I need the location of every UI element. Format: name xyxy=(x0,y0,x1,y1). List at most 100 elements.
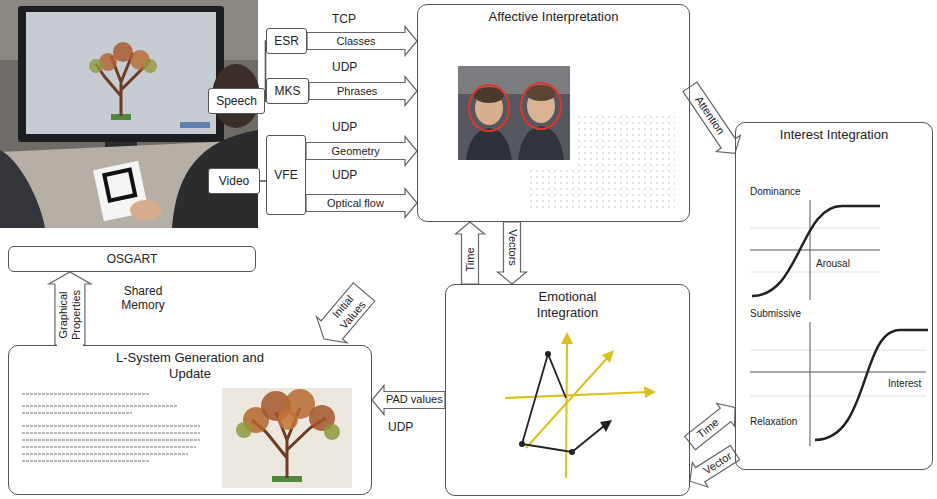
pad-space-axes-part xyxy=(569,449,575,455)
sigmoid-chart-part xyxy=(750,396,926,397)
l-system-rules-scribble-part xyxy=(22,439,200,441)
block-arrow xyxy=(685,403,735,449)
note-label: Shared Memory xyxy=(112,284,174,312)
edge-label: Time xyxy=(464,246,477,272)
process-panel: Emotional Integration xyxy=(445,284,690,496)
block-arrow xyxy=(317,283,375,343)
l-system-rules-scribble-part xyxy=(22,432,200,434)
l-system-rules-scribble-part xyxy=(22,412,132,414)
photo-illustration-part-part xyxy=(104,170,135,201)
module-box: MKS xyxy=(266,78,309,104)
face-tracking-image-part xyxy=(518,126,564,160)
l-system-rules-scribble-part xyxy=(22,425,200,427)
process-panel: L-System Generation and Update xyxy=(8,345,372,495)
input-box: Speech xyxy=(208,88,265,114)
face-tracking-image xyxy=(458,66,570,160)
photo-illustration-part xyxy=(18,6,224,142)
face-tracking-image-part xyxy=(466,128,512,160)
arrow-label: Initial Values xyxy=(322,284,373,337)
edge-label: Classes xyxy=(336,35,377,48)
input-box: Video xyxy=(208,168,260,194)
block-arrow xyxy=(307,27,417,56)
tree-image-part xyxy=(324,424,340,440)
block-arrow xyxy=(456,222,485,284)
pad-space-axes-part xyxy=(519,441,525,447)
edge-label: Vector xyxy=(700,449,735,478)
pad-space-axes-part xyxy=(600,420,612,432)
photo-illustration-part xyxy=(212,64,260,128)
sigmoid-chart-part xyxy=(815,330,928,440)
face-tracking-image-part xyxy=(521,83,561,129)
sigmoid-chart-part xyxy=(750,350,926,351)
node-title: Speech xyxy=(216,94,257,108)
pad-space-axes-part xyxy=(561,332,573,344)
sigmoid-chart-part xyxy=(810,322,811,446)
module-box: ESR xyxy=(266,28,307,54)
block-arrow xyxy=(683,82,740,153)
tree-image-part xyxy=(236,422,252,438)
module-box: VFE xyxy=(266,135,306,215)
tree-image-part xyxy=(278,410,298,430)
node-title: Video xyxy=(219,174,249,188)
photo-illustration-part xyxy=(143,59,157,73)
node-title: OSGART xyxy=(107,252,157,266)
sigmoid-chart-part xyxy=(750,228,880,229)
face-tracking-image-part xyxy=(469,85,509,131)
face-tracking-image-part xyxy=(458,66,570,160)
axis-label: Interest xyxy=(888,378,921,390)
photo-illustration-part xyxy=(113,42,133,62)
block-arrow xyxy=(306,189,417,218)
pad-space-axes-part xyxy=(566,340,567,478)
pad-space-axes-part xyxy=(522,354,604,452)
node-title: VFE xyxy=(274,168,297,182)
axis-label: Arousal xyxy=(816,258,850,270)
photo-illustration xyxy=(0,0,260,228)
optical-flow-field xyxy=(530,112,675,208)
block-arrow xyxy=(372,386,445,415)
l-system-rules-scribble-part xyxy=(22,446,196,448)
protocol-label: UDP xyxy=(332,120,357,134)
pad-space-axes-part xyxy=(526,357,608,448)
pad-space-axes-part xyxy=(545,351,551,357)
l-system-rules-scribble-part xyxy=(22,453,188,455)
optical-flow-field-part xyxy=(575,112,675,208)
sigmoid-chart-part xyxy=(750,272,880,273)
l-system-rules-scribble xyxy=(22,394,200,461)
photo-illustration-part xyxy=(130,200,162,220)
protocol-label: UDP xyxy=(332,168,357,182)
edge-label: Phrases xyxy=(336,85,378,98)
pad-space-axes-part xyxy=(602,350,614,363)
node-title: MKS xyxy=(274,84,300,98)
sigmoid-chart-part xyxy=(750,250,880,251)
tree-image-part xyxy=(222,388,352,488)
sigmoid-chart xyxy=(750,200,928,446)
edge-label: Geometry xyxy=(331,145,381,158)
l-system-rules-scribble-part xyxy=(22,393,150,395)
pad-space-axes-part xyxy=(644,386,656,398)
block-arrow xyxy=(690,445,740,487)
l-system-rules-scribble-part xyxy=(22,460,150,462)
sigmoid-chart-part xyxy=(752,206,880,296)
pad-space-axes xyxy=(505,332,656,478)
node-title: Emotional Integration xyxy=(508,289,628,321)
photo-illustration-part xyxy=(180,122,210,128)
edge-label: Optical flow xyxy=(326,197,385,210)
block-arrow xyxy=(306,137,417,166)
l-system-rules-scribble-part xyxy=(22,405,178,407)
photo-illustration-part xyxy=(26,12,216,134)
node-title: L-System Generation and Update xyxy=(95,350,285,382)
edge-label: Time xyxy=(694,416,722,442)
axis-label: Dominance xyxy=(750,186,801,198)
edge-label: PAD values xyxy=(385,393,444,406)
protocol-label: TCP xyxy=(332,12,356,26)
edge-label: Vectors xyxy=(505,228,518,267)
protocol-label: UDP xyxy=(332,60,357,74)
tree-image xyxy=(222,388,352,488)
render-box: OSGART xyxy=(8,246,256,272)
axis-label: Relaxation xyxy=(750,416,797,428)
optical-flow-field-part xyxy=(530,170,575,208)
block-arrow xyxy=(309,77,417,106)
node-title: Affective Interpretation xyxy=(489,9,619,25)
